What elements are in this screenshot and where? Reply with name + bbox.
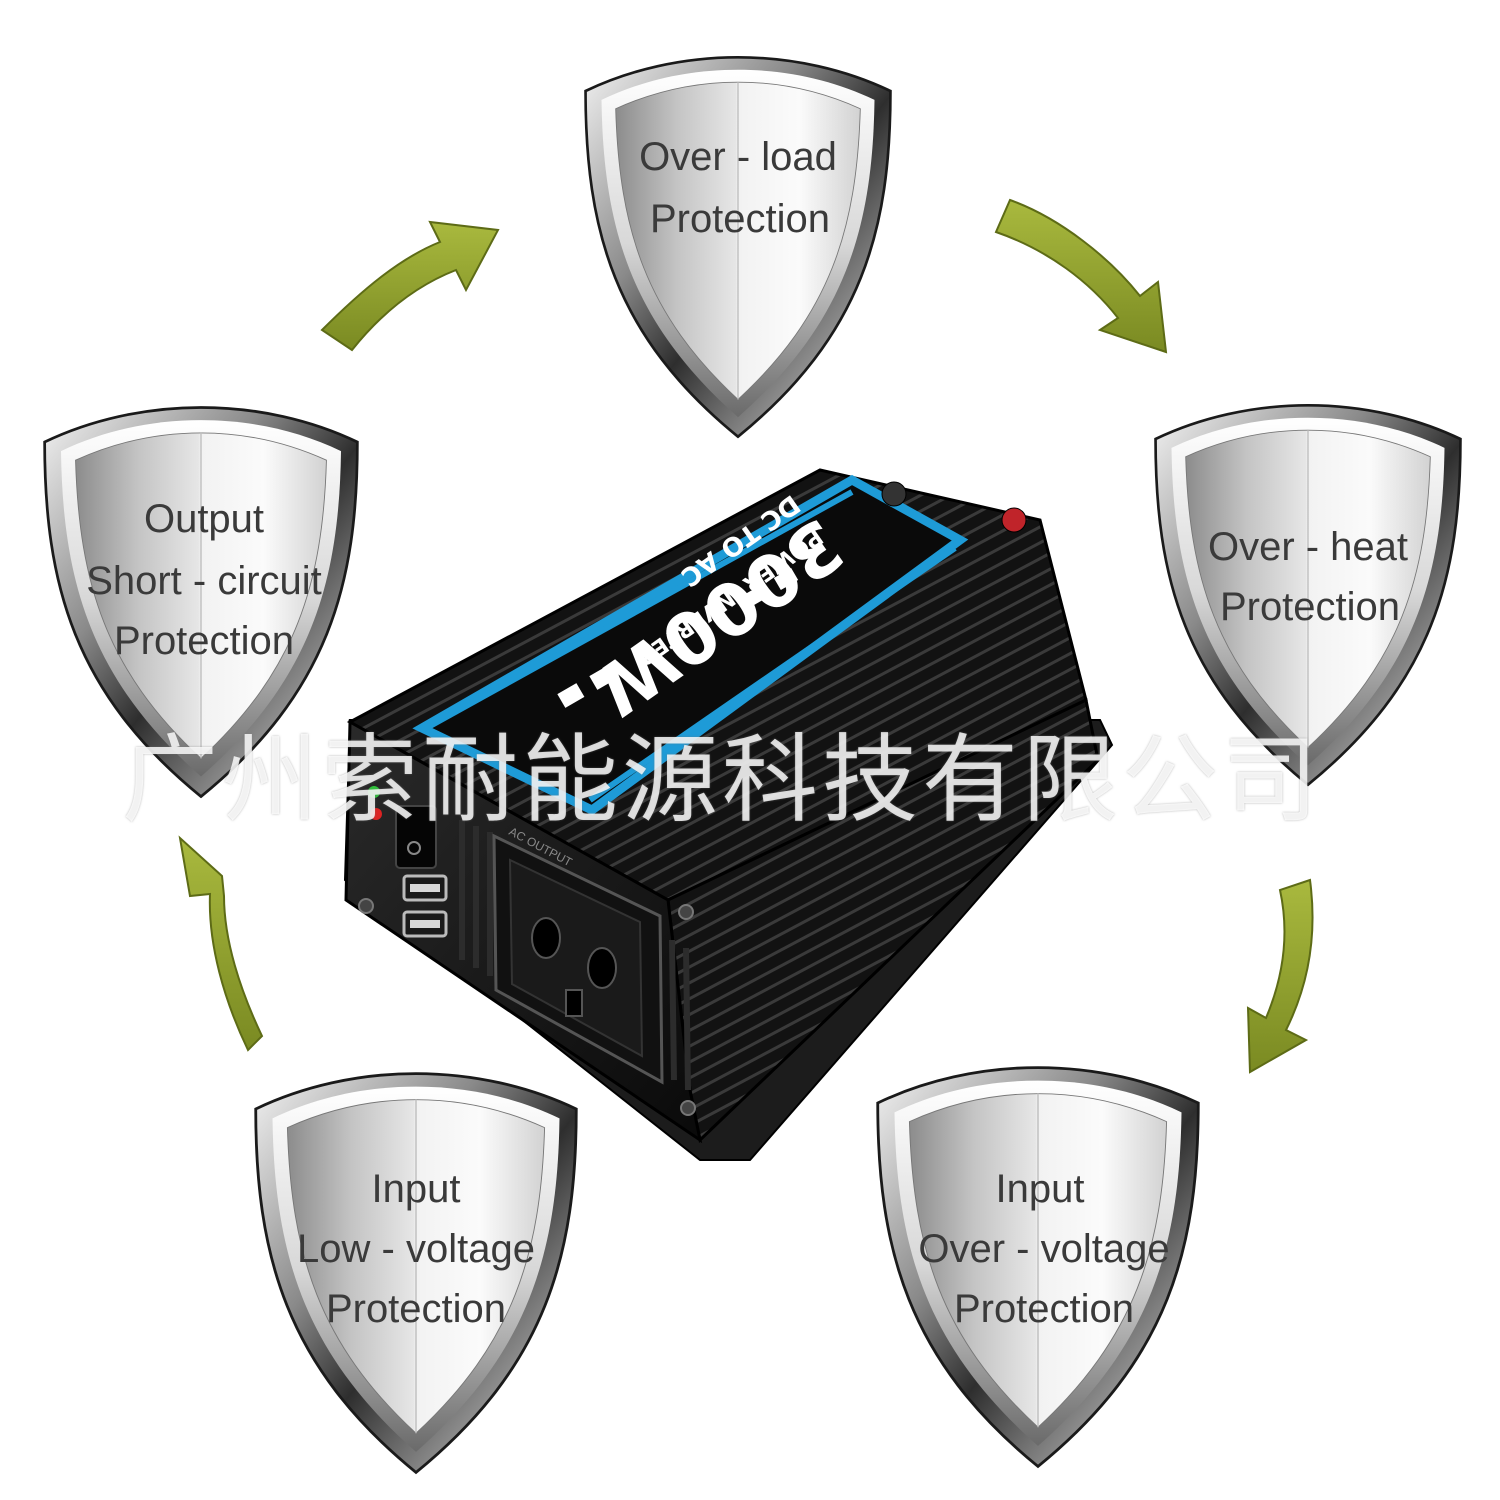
shield-over-load-line-1: Over - load bbox=[639, 135, 837, 179]
arrow-to-over-heat bbox=[994, 198, 1168, 354]
shield-over-heat-line-1: Over - heat bbox=[1208, 525, 1408, 569]
shield-output-short-circuit: Output Short - circuit Protection bbox=[43, 405, 359, 799]
shield-over-load: Over - load Protection bbox=[584, 55, 892, 439]
arrow-to-input-over-voltage bbox=[1246, 878, 1314, 1074]
label-band bbox=[412, 474, 969, 816]
status-led-red bbox=[370, 808, 382, 820]
shield-input-low-voltage-line-2: Low - voltage bbox=[297, 1227, 535, 1271]
dc-terminal-red bbox=[1001, 507, 1027, 533]
shield-output-short-circuit-line-1: Output bbox=[144, 497, 264, 541]
shield-over-load-line-2: Protection bbox=[650, 197, 830, 241]
shield-over-heat-line-2: Protection bbox=[1220, 585, 1400, 629]
arrow-to-over-load bbox=[320, 220, 500, 352]
shield-over-heat: Over - heat Protection bbox=[1154, 403, 1462, 787]
shield-input-over-voltage: Input Over - voltage Protection bbox=[876, 1066, 1200, 1468]
shield-input-over-voltage-line-1: Input bbox=[996, 1167, 1085, 1211]
shield-output-short-circuit-line-3: Protection bbox=[114, 619, 294, 663]
shield-input-low-voltage: Input Low - voltage Protection bbox=[254, 1072, 578, 1474]
usb-ports bbox=[402, 874, 448, 938]
power-switch bbox=[395, 805, 437, 869]
shield-input-low-voltage-line-1: Input bbox=[372, 1167, 461, 1211]
status-led-green bbox=[368, 786, 380, 798]
arrow-to-output-short-circuit bbox=[178, 835, 264, 1052]
dc-terminal-black bbox=[881, 481, 907, 507]
shield-input-low-voltage-line-3: Protection bbox=[326, 1287, 506, 1331]
shield-input-over-voltage-line-2: Over - voltage bbox=[918, 1227, 1169, 1271]
shield-output-short-circuit-line-2: Short - circuit bbox=[86, 559, 322, 603]
power-inverter-product: 3000W DC TO AC POWER INVERTER bbox=[343, 468, 1114, 1161]
shield-input-over-voltage-line-3: Protection bbox=[954, 1287, 1134, 1331]
